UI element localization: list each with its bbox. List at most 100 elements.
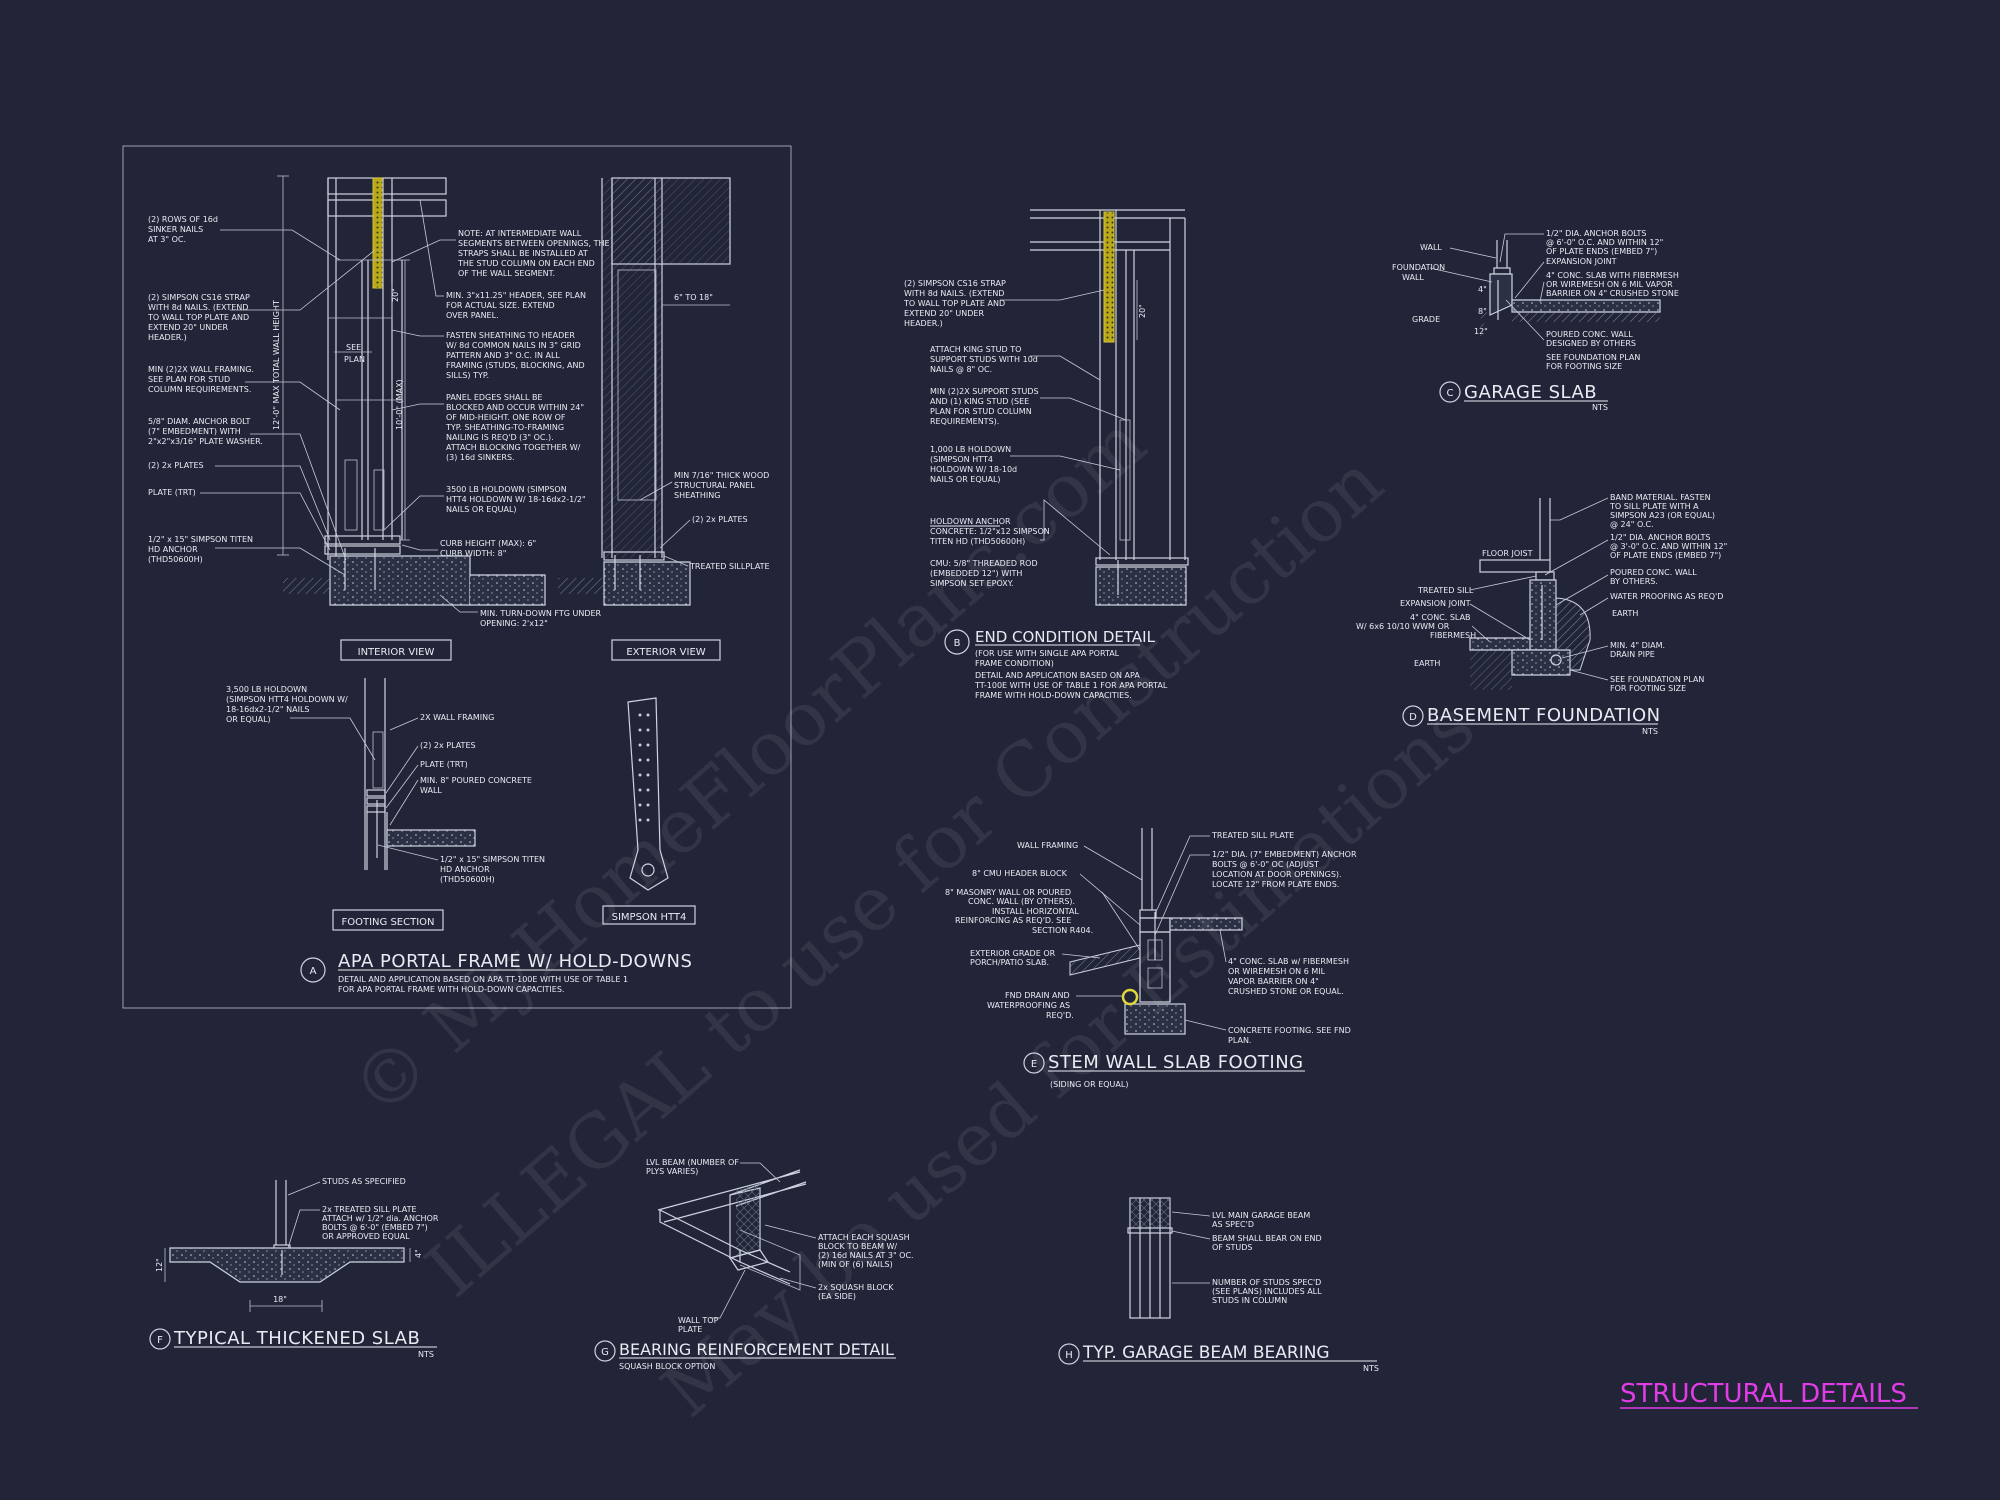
note: BOLTS @ 6'-0" (EMBED 7") [322,1223,428,1232]
note: (EA SIDE) [818,1292,856,1301]
note: PLATE [678,1325,702,1334]
detail-a-interior-wall [277,175,546,606]
note: WALL [420,786,442,795]
note: FOUNDATION [1392,263,1445,272]
note: FASTEN SHEATHING TO HEADER [446,331,575,340]
note: CONCRETE FOOTING. SEE FND [1228,1026,1351,1035]
simpson-htt4-holdown [627,697,669,891]
note: NAILING IS REQ'D (3" OC.). [446,433,554,442]
detail-c-notes: WALL FOUNDATION WALL GRADE 1/2" DIA. ANC… [1392,229,1679,371]
note: OF STUDS [1212,1243,1253,1252]
detail-a-marker [300,957,326,983]
note: 18-16dx2-1/2" NAILS [226,705,309,714]
note: TITEN HD (THD50600H) [929,537,1025,546]
simpson-htt4-label: SIMPSON HTT4 [612,912,687,923]
detail-d-notes: BAND MATERIAL. FASTEN TO SILL PLATE WITH… [1356,493,1727,693]
note: NAILS OR EQUAL) [446,505,517,514]
detail-c-title: GARAGE SLAB [1464,382,1597,403]
detail-b-caption-5: FRAME WITH HOLD-DOWN CAPACITIES. [975,691,1132,700]
detail-b-caption-3: DETAIL AND APPLICATION BASED ON APA [975,671,1140,680]
detail-c-section [1480,240,1661,340]
note: TYP. SHEATHING-TO-FRAMING [445,423,564,432]
detail-c-dim-4: 4" [1478,285,1487,294]
note: AS SPEC'D [1212,1220,1254,1229]
detail-c: WALL FOUNDATION WALL GRADE 1/2" DIA. ANC… [1392,229,1679,412]
detail-a-exterior-notes: MIN 7/16" THICK WOOD STRUCTURAL PANEL SH… [674,471,770,571]
detail-c-letter: C [1447,388,1454,399]
note: MIN. TURN-DOWN FTG UNDER [480,609,602,618]
note: FND DRAIN AND [1005,991,1070,1000]
note: EXPANSION JOINT [1546,257,1617,266]
note: PATTERN AND 3" O.C. IN ALL [446,351,560,360]
note: STRUCTURAL PANEL [674,481,755,490]
detail-h-title: TYP. GARAGE BEAM BEARING [1082,1343,1330,1363]
note: CMU: 5/8" THREADED ROD [930,559,1038,568]
detail-a: 12'-0" MAX TOTAL WALL HEIGHT 10'-0" (MAX… [122,145,792,1009]
footing-section-box [332,909,444,931]
note: EXTERIOR GRADE OR [970,949,1056,958]
note: STRAPS SHALL BE INSTALLED AT [458,249,588,258]
note: STUDS IN COLUMN [1212,1296,1287,1305]
note: HTT4 HOLDOWN W/ 18-16dx2-1/2" [446,495,586,504]
note: SEE PLAN FOR STUD [148,375,230,384]
note: HD ANCHOR [148,545,198,554]
note: OR EQUAL) [226,715,271,724]
detail-b-letter: B [954,638,961,649]
note: NOTE: AT INTERMEDIATE WALL [458,229,582,238]
note: SEE FOUNDATION PLAN [1546,353,1640,362]
detail-h-marker [1058,1343,1080,1365]
note: FRAMING (STUDS, BLOCKING, AND [446,361,585,370]
note: POURED CONC. WALL [1610,568,1697,577]
detail-d-nts: NTS [1642,727,1658,736]
note: WALL TOP [678,1316,719,1325]
note: OPENING: 2'x12" [480,619,548,628]
note: LVL MAIN GARAGE BEAM [1212,1211,1310,1220]
note: PLAN. [1228,1036,1251,1045]
detail-h-notes: LVL MAIN GARAGE BEAM AS SPEC'D BEAM SHAL… [1212,1211,1322,1305]
note: GRADE [1412,315,1440,324]
note: SUPPORT STUDS WITH 10d [930,355,1038,364]
detail-e-letter: E [1031,1059,1037,1070]
note: MIN (2)2X SUPPORT STUDS [930,387,1039,396]
note: OF MID-HEIGHT. ONE ROW OF [446,413,566,422]
note: BARRIER ON 4" CRUSHED STONE [1546,289,1679,298]
detail-c-dim-8: 8" [1478,307,1487,316]
note: INSTALL HORIZONTAL [992,907,1079,916]
detail-a-dim-max: 10'-0" (MAX) [395,379,404,430]
note: @ 3'-0" O.C. AND WITHIN 12" [1610,542,1727,551]
detail-h-letter: H [1065,1350,1073,1361]
note: HOLDOWN ANCHOR [930,517,1011,526]
note: 8" CMU HEADER BLOCK [972,869,1068,878]
note: WALL FRAMING [1017,841,1078,850]
detail-f-section [164,1180,411,1312]
note: (THD50600H) [148,555,203,564]
note: SIMPSON SET EPOXY. [930,579,1014,588]
note: HEADER.) [904,319,943,328]
note: REINFORCING AS REQ'D. SEE [955,916,1071,925]
note: WALL [1420,243,1442,252]
note: LVL BEAM (NUMBER OF [646,1158,739,1167]
note: BOLTS @ 6'-0" OC (ADJUST [1212,860,1319,869]
note: 2x TREATED SILL PLATE [322,1205,417,1214]
detail-b-title: END CONDITION DETAIL [975,628,1156,646]
detail-a-dim-total-height: 12'-0" MAX TOTAL WALL HEIGHT [272,300,281,430]
detail-a-caption-1: DETAIL AND APPLICATION BASED ON APA TT-1… [338,975,628,984]
note: OR WIREMESH ON 6 MIL [1228,967,1326,976]
note: (2) SIMPSON CS16 STRAP [904,279,1006,288]
note: 1/2" DIA. ANCHOR BOLTS [1546,229,1646,238]
detail-c-marker [1439,381,1461,403]
detail-a-see-plan-2: PLAN [344,355,365,364]
note: (2) 2x PLATES [148,461,204,470]
note: VAPOR BARRIER ON 4" [1228,977,1319,986]
detail-b-notes: (2) SIMPSON CS16 STRAP WITH 8d NAILS. (E… [903,279,1050,588]
note: SIMPSON A23 (OR EQUAL) [1610,511,1715,520]
note: HEADER.) [148,333,187,342]
note: @ 6'-0" O.C. AND WITHIN 12" [1546,238,1663,247]
note: MIN. 8" POURED CONCRETE [420,776,532,785]
note: REQUIREMENTS). [930,417,999,426]
note: EXTEND 20" UNDER [148,323,228,332]
note: SILLS) TYP. [446,371,489,380]
note: WITH 8d NAILS. (EXTEND [904,289,1004,298]
note: COLUMN REQUIREMENTS. [148,385,251,394]
